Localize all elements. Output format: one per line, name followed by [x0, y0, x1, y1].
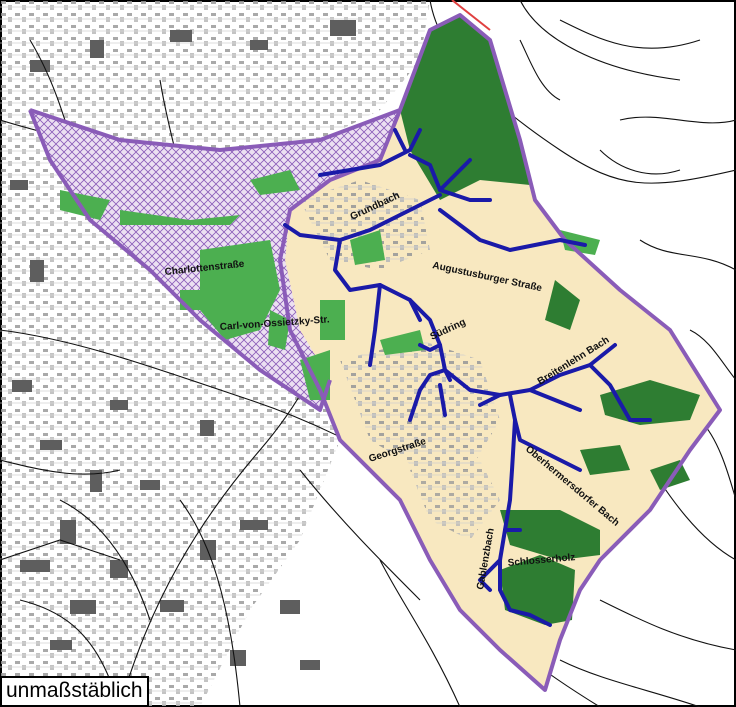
catchment-farmland [280, 15, 720, 690]
catchment-boundary-east [278, 13, 722, 692]
scale-note: unmaßstäblich [0, 676, 149, 707]
settlement-south [410, 460, 500, 540]
forest-dark [400, 15, 700, 625]
settlement-centre [340, 340, 500, 470]
settlement-north [300, 180, 430, 270]
green-areas [60, 170, 600, 400]
railway-line [451, 0, 491, 31]
building-blocks [10, 20, 356, 670]
stream-network [283, 128, 652, 627]
catchment-boundary-west [28, 108, 401, 412]
